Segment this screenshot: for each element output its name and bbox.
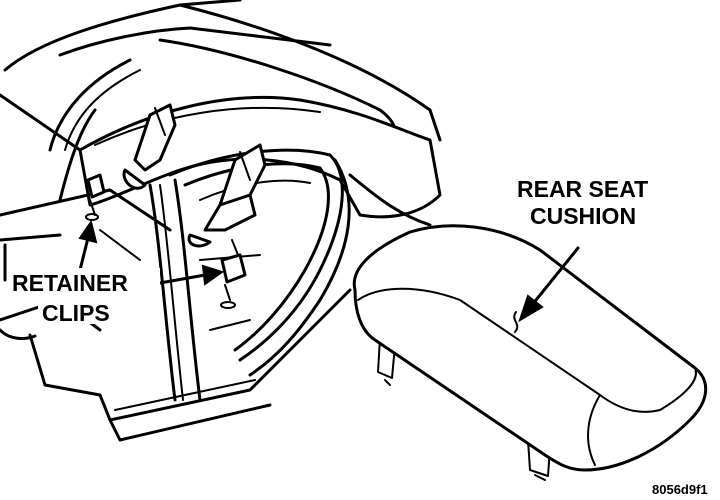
rear-seat-cushion [352,224,708,481]
belt-buckles [122,103,267,248]
retainer-arrow-right-shaft [158,273,207,285]
cushion-arrow-head [518,294,544,323]
retainer-clip-right [220,239,247,309]
retainer-label-line2: CLIPS [42,300,110,326]
callout-arrows [78,219,580,323]
retainer-label-line1: RETAINER [12,270,128,296]
figure-id: 8056d9f1 [652,482,708,497]
retainer-arrow-up-shaft [78,236,90,272]
rear-seat-label-line1: REAR SEAT [517,176,648,202]
retainer-clip-left [85,173,106,221]
retainer-arrow-right-head [201,264,225,286]
cushion-arrow-shaft [530,246,580,307]
labels: REAR SEAT CUSHION RETAINER CLIPS 8056d9f… [10,176,708,497]
rear-seat-label-line2: CUSHION [530,203,636,229]
retainer-arrow-up-head [78,219,98,244]
